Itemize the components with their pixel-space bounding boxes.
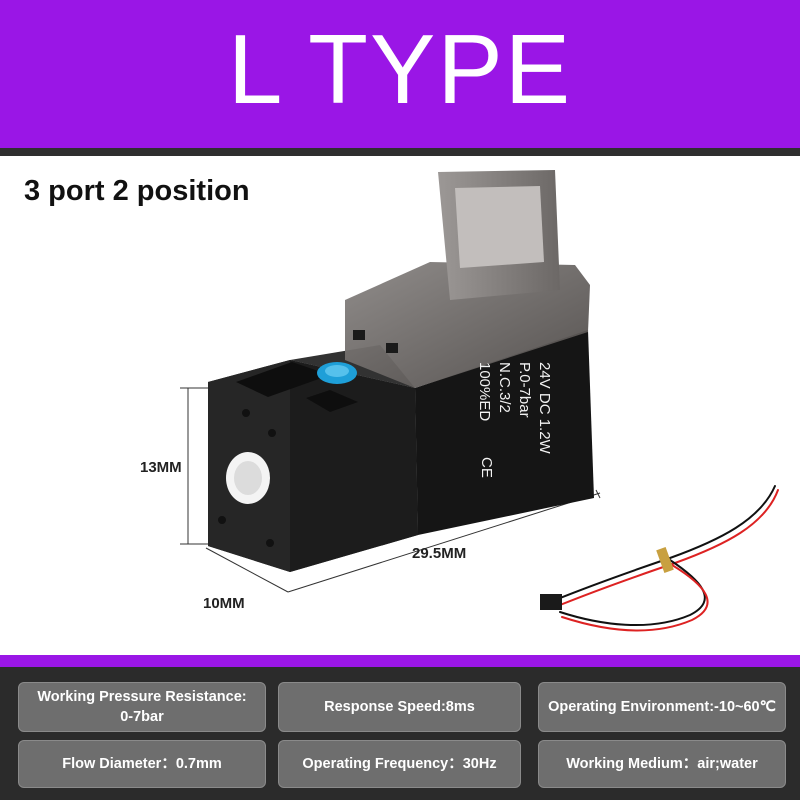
spec-working-pressure-value: 0-7bar xyxy=(120,709,164,725)
spec-operating-environment: Operating Environment:-10~60℃ xyxy=(538,682,786,732)
page-title: L TYPE xyxy=(227,14,573,124)
valve-body xyxy=(208,330,594,572)
coil-rating-text: 24V DC 1.2W xyxy=(536,362,553,455)
spec-response-speed-label: Response Speed:8ms xyxy=(324,699,475,715)
spec-operating-frequency: Operating Frequency：30Hz xyxy=(278,740,521,788)
coil-pressure-text: P.0-7bar xyxy=(516,362,533,418)
dimension-lines xyxy=(180,387,601,593)
spec-flow-diameter: Flow Diameter：0.7mm xyxy=(18,740,266,788)
spec-flow-diameter-label: Flow Diameter：0.7mm xyxy=(62,756,222,772)
cable-connector xyxy=(540,485,779,632)
spec-working-medium-label: Working Medium：air;water xyxy=(566,756,758,772)
footer-divider xyxy=(0,655,800,667)
ce-mark: CE xyxy=(478,457,495,478)
header-divider xyxy=(0,148,800,156)
subtitle: 3 port 2 position xyxy=(24,175,250,207)
product-illustration: 24V DC 1.2W P.0-7bar N.C.3/2 100%ED CE 1… xyxy=(140,170,779,632)
spec-working-medium: Working Medium：air;water xyxy=(538,740,786,788)
coil-type-text: N.C.3/2 xyxy=(496,362,513,413)
spec-working-pressure-label: Working Pressure Resistance: xyxy=(37,689,247,705)
spec-operating-environment-label: Operating Environment:-10~60℃ xyxy=(548,699,776,715)
dimension-height-label: 13MM xyxy=(140,459,182,476)
dimension-length-label: 29.5MM xyxy=(412,545,466,562)
coil-label: 24V DC 1.2W P.0-7bar N.C.3/2 100%ED CE xyxy=(476,362,553,478)
dimension-width-label: 10MM xyxy=(203,595,245,612)
coil-duty-text: 100%ED xyxy=(476,362,493,421)
spec-operating-frequency-label: Operating Frequency：30Hz xyxy=(302,756,497,772)
header-banner xyxy=(0,0,800,148)
spec-response-speed: Response Speed:8ms xyxy=(278,682,521,732)
connector-cap xyxy=(345,170,590,388)
spec-working-pressure: Working Pressure Resistance: 0-7bar xyxy=(18,682,266,732)
